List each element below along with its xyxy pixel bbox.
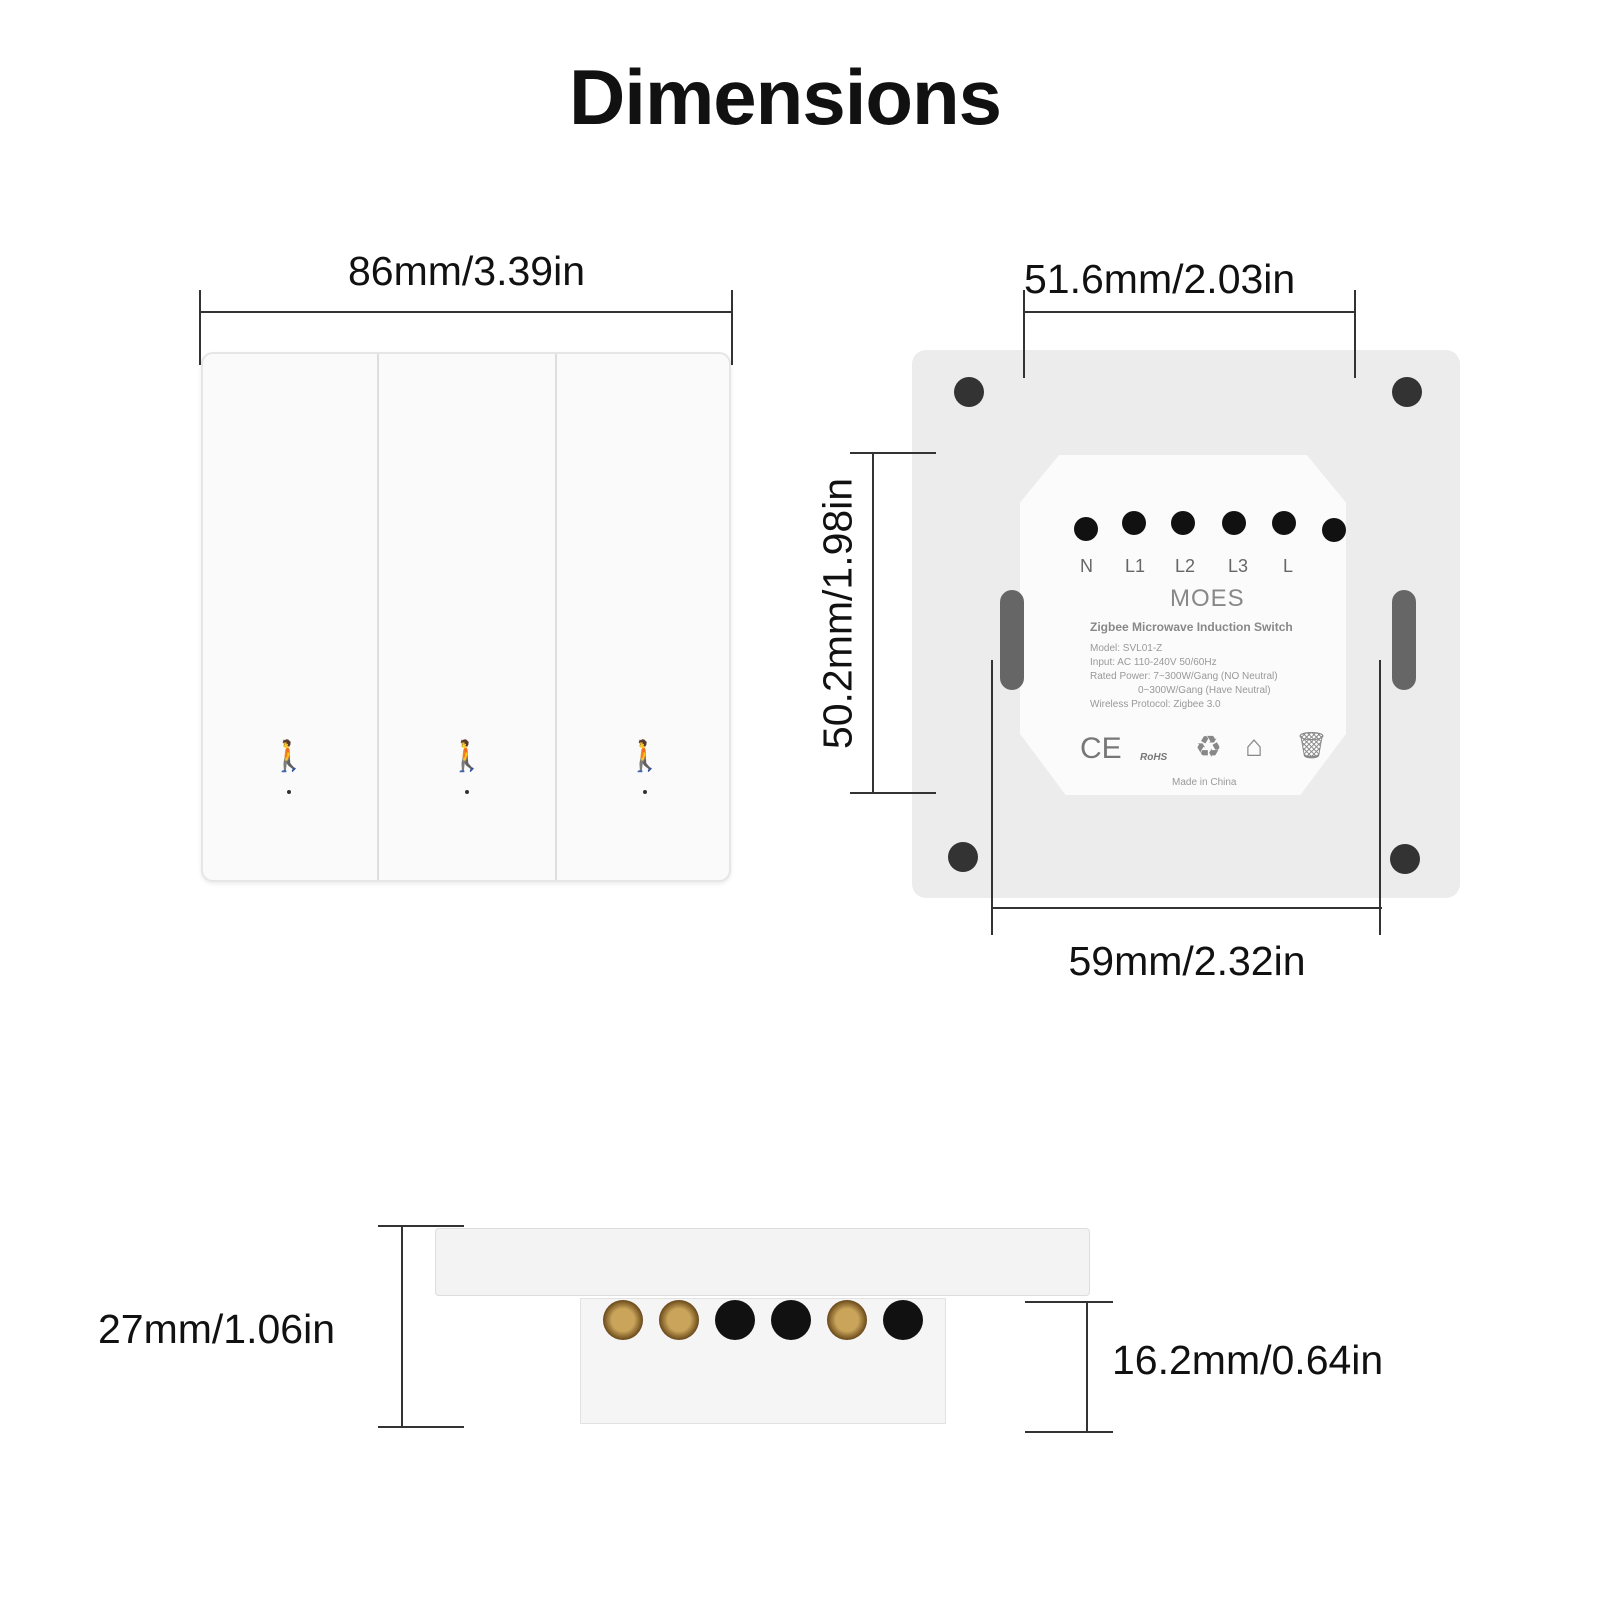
screw-hole bbox=[954, 377, 984, 407]
dim-tick bbox=[378, 1426, 464, 1428]
motion-sensor-icon: 🚶 bbox=[270, 740, 308, 773]
dim-tick bbox=[1379, 660, 1381, 935]
screw-hole bbox=[1390, 844, 1420, 874]
spec-line: Rated Power: 7~300W/Gang (NO Neutral) bbox=[1090, 671, 1278, 682]
indicator-dot bbox=[643, 790, 647, 794]
terminal-label: L3 bbox=[1228, 556, 1249, 576]
rocker-divider bbox=[555, 354, 557, 880]
terminal-screw bbox=[1272, 511, 1296, 535]
mounting-clip bbox=[1392, 590, 1416, 690]
clip-spacing-label: 59mm/2.32in bbox=[1068, 938, 1306, 984]
module-width-line bbox=[1024, 311, 1356, 313]
dim-tick bbox=[1023, 290, 1025, 378]
terminal-screw bbox=[1222, 511, 1246, 535]
terminal-label: L1 bbox=[1125, 556, 1146, 576]
motion-sensor-icon: 🚶 bbox=[448, 740, 486, 773]
terminal-hole bbox=[771, 1300, 811, 1340]
dim-tick bbox=[850, 452, 936, 454]
product-name: Zigbee Microwave Induction Switch bbox=[1090, 620, 1293, 634]
indicator-dot bbox=[287, 790, 291, 794]
spec-line: Input: AC 110-240V 50/60Hz bbox=[1090, 657, 1217, 668]
terminal-label: L bbox=[1283, 556, 1294, 576]
front-width-label: 86mm/3.39in bbox=[347, 248, 585, 294]
terminal-screw bbox=[659, 1300, 699, 1340]
front-panel: 🚶 🚶 🚶 bbox=[201, 352, 731, 882]
terminal-screw bbox=[603, 1300, 643, 1340]
terminal-screw bbox=[827, 1300, 867, 1340]
page-title: Dimensions bbox=[568, 53, 1002, 141]
total-depth-line bbox=[401, 1226, 403, 1428]
dim-tick bbox=[1354, 290, 1356, 378]
module-height-line bbox=[872, 452, 874, 793]
terminal-screw bbox=[1171, 511, 1195, 535]
body-depth-line bbox=[1086, 1302, 1088, 1432]
clip-spacing-line bbox=[992, 907, 1382, 909]
dim-tick bbox=[378, 1225, 464, 1227]
recycle-icon: ♻ bbox=[1195, 731, 1222, 764]
origin-label: Made in China bbox=[1172, 777, 1237, 788]
total-depth-label: 27mm/1.06in bbox=[98, 1306, 336, 1352]
terminal-label: N bbox=[1080, 556, 1093, 576]
spec-line: Wireless Protocol: Zigbee 3.0 bbox=[1090, 699, 1221, 710]
front-width-line bbox=[200, 311, 733, 313]
weee-bin-icon: 🗑 bbox=[1295, 730, 1329, 760]
mounting-clip bbox=[1000, 590, 1024, 690]
terminal-screw bbox=[1322, 518, 1346, 542]
ce-mark: CE bbox=[1080, 732, 1122, 765]
dim-tick bbox=[1025, 1431, 1113, 1433]
module-height-label: 50.2mm/1.98in bbox=[814, 477, 861, 750]
dim-tick bbox=[1025, 1301, 1113, 1303]
dim-tick bbox=[850, 792, 936, 794]
dim-tick bbox=[199, 290, 201, 365]
house-icon: ⌂ bbox=[1245, 730, 1264, 763]
rocker-divider bbox=[377, 354, 379, 880]
motion-sensor-icon: 🚶 bbox=[626, 740, 664, 773]
spec-line: 0~300W/Gang (Have Neutral) bbox=[1138, 685, 1271, 696]
terminal-screw bbox=[1122, 511, 1146, 535]
screw-hole bbox=[1392, 377, 1422, 407]
screw-hole bbox=[948, 842, 978, 872]
terminal-screw bbox=[1074, 517, 1098, 541]
dim-tick bbox=[991, 660, 993, 935]
terminal-label: L2 bbox=[1175, 556, 1196, 576]
spec-line: Model: SVL01-Z bbox=[1090, 643, 1163, 654]
module-width-label: 51.6mm/2.03in bbox=[1024, 256, 1296, 302]
rohs-mark: RoHS bbox=[1140, 752, 1168, 763]
body-depth-label: 16.2mm/0.64in bbox=[1112, 1337, 1384, 1383]
dim-tick bbox=[731, 290, 733, 365]
side-front-plate bbox=[435, 1228, 1090, 1296]
indicator-dot bbox=[465, 790, 469, 794]
brand-logo: MOES bbox=[1170, 585, 1245, 612]
terminal-hole bbox=[715, 1300, 755, 1340]
terminal-hole bbox=[883, 1300, 923, 1340]
